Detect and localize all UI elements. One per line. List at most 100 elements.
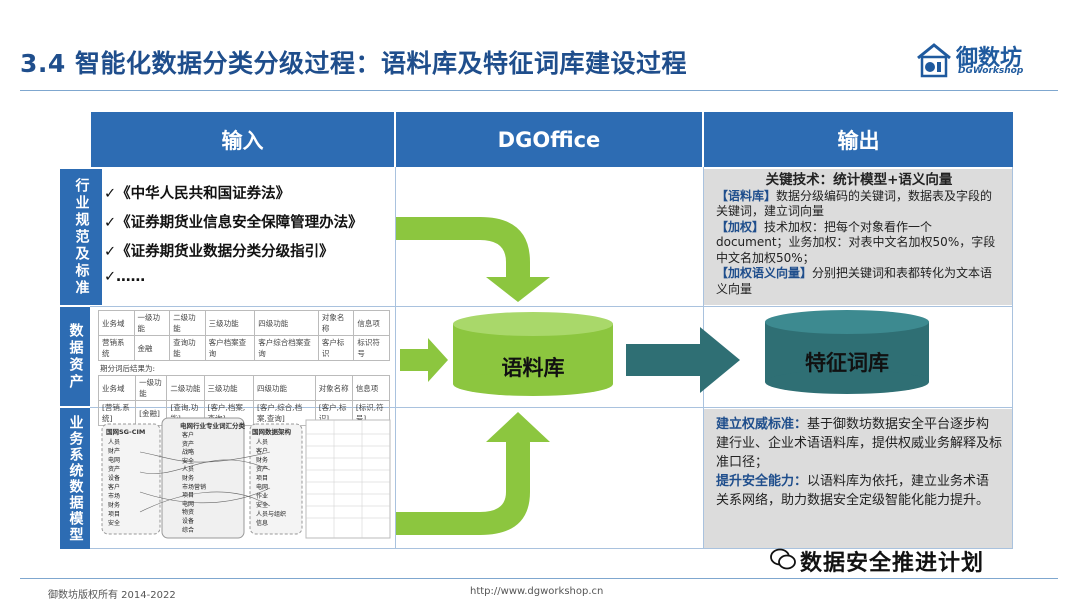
model-chip: 客户 xyxy=(256,448,269,455)
table-cell: 三级功能 xyxy=(203,375,254,401)
logo-name: 御数坊 xyxy=(956,46,1023,71)
asset-mini-table: 业务域 一级功能 二级功能 三级功能 四级功能 对象名称 信息项 营销系统 金融… xyxy=(97,310,391,426)
arrow-top-icon xyxy=(396,217,550,302)
text-weighting: 技术加权：把每个对象看作一个document；业务加权：对表中文名加权50%，字… xyxy=(716,219,996,265)
law-item: ✓…… xyxy=(104,269,146,285)
house-icon xyxy=(917,43,951,78)
footer-copyright: 御数坊版权所有 2014-2022 xyxy=(48,590,176,601)
row-label-standards-text: 行业规范及标准 xyxy=(73,177,90,297)
law-item: ✓《证券期货业数据分类分级指引》 xyxy=(104,244,334,260)
table-cell: 业务域 xyxy=(97,375,137,401)
header-input: 输入 xyxy=(91,112,394,167)
model-chip: 资产 xyxy=(108,466,121,473)
model-chip: 财务 xyxy=(182,474,195,482)
title-divider xyxy=(20,90,1058,91)
model-chip: 电网 xyxy=(108,457,121,464)
table-cell: 客户综合档案查询 xyxy=(254,335,319,361)
text-corpus: 数据分级编码的关键词，数据表及字段的关键词，建立词向量 xyxy=(716,188,993,219)
table-cell: 三级功能 xyxy=(204,310,256,336)
model-chip: 资产 xyxy=(182,440,195,448)
model-mini-diagram: 国网SG-CIM 电网行业专业词汇分类 国网数据架构 人员 财产 电网 资产 设… xyxy=(100,412,392,542)
model-chip: 资产 xyxy=(256,466,269,473)
col-divider xyxy=(1012,167,1013,549)
model-left-title: 国网SG-CIM xyxy=(106,428,146,436)
model-mid-title: 电网行业专业词汇分类 xyxy=(180,422,245,430)
table-cell: [客户,综合,档案,查询] xyxy=(252,400,316,426)
tag-authority: 建立权威标准： xyxy=(716,417,808,432)
model-chip: 安全 xyxy=(256,502,269,509)
table-cell: 四级功能 xyxy=(252,375,316,401)
process-table: 输入 DGOffice 输出 行业规范及标准 数据资产 业务系统数据模型 ✓《中… xyxy=(60,112,1013,549)
output-standards: 建立权威标准：基于御数坊数据安全平台逐步构建行业、企业术语语料库，提供权威业务解… xyxy=(704,409,1012,548)
header-dgoffice: DGOffice xyxy=(396,112,702,167)
row-label-models-text: 业务系统数据模型 xyxy=(67,414,84,543)
table-cell: 四级功能 xyxy=(254,310,319,336)
tag-capability: 提升安全能力： xyxy=(716,474,808,489)
table-cell: 二级功能 xyxy=(166,375,205,401)
arrow-bottom-icon xyxy=(396,412,550,535)
output-key-tech: 关键技术：统计模型+语义向量 【语料库】数据分级编码的关键词，数据表及字段的关键… xyxy=(704,169,1012,305)
model-right-items: 人员 客户 财务 资产 项目 电网 作业 安全 人员与组织 信息 xyxy=(256,438,300,528)
header-output: 输出 xyxy=(704,112,1013,167)
model-chip: 物资 xyxy=(182,509,195,517)
table-cell: 业务域 xyxy=(98,310,135,336)
model-mid-items: 客户 资产 战略 安全 人员 财务 市场营销 项目 电网 物资 设备 综合 xyxy=(182,432,240,535)
arrow-middle-icon xyxy=(400,338,448,382)
table-cell: 客户档案查询 xyxy=(204,335,256,361)
text-capability: 以语料库为依托，建立业务术语关系网络，助力数据安全定级智能化能力提升。 xyxy=(716,474,990,508)
tag-semantic-vector: 【加权语义向量】 xyxy=(716,266,813,280)
table-cell: 对象名称 xyxy=(317,310,355,336)
law-item: ✓《中华人民共和国证券法》 xyxy=(104,186,291,202)
row-divider xyxy=(90,407,1013,408)
model-chip: 人员 xyxy=(182,466,195,474)
model-chip: 财务 xyxy=(108,502,121,509)
model-chip: 综合 xyxy=(182,526,195,534)
model-chip: 设备 xyxy=(108,475,121,482)
corpus-label: 语料库 xyxy=(501,356,565,380)
table-cell: 营销系统 xyxy=(98,335,135,361)
col-divider xyxy=(395,167,396,549)
model-chip: 财务 xyxy=(256,457,269,464)
model-chip: 人员与组织 xyxy=(256,511,287,518)
feature-lexicon-label: 特征词库 xyxy=(805,351,889,375)
arrow-output-icon xyxy=(626,327,740,393)
table-cell: 客户标识 xyxy=(317,335,355,361)
model-chip: 客户 xyxy=(182,432,195,439)
model-chip: 项目 xyxy=(108,511,121,518)
wechat-watermark: 数据安全推进计划 xyxy=(800,551,985,576)
tag-weighting: 【加权】 xyxy=(716,219,765,234)
table-cell: 信息项 xyxy=(351,375,391,401)
text-semantic-vector: 分别把关键词和表都转化为文本语义向量 xyxy=(716,266,993,296)
table-cell: 信息项 xyxy=(353,310,390,336)
model-chip: 财产 xyxy=(108,448,121,455)
logo-subtitle: DGWorkshop xyxy=(958,66,1024,76)
law-item: ✓《证券期货业信息安全保障管理办法》 xyxy=(104,215,363,231)
asset-table-caption: 期分词后结果为: xyxy=(100,364,156,373)
table-cell: 标识符号 xyxy=(353,335,390,361)
model-chip: 信息 xyxy=(256,520,269,527)
model-chip: 电网 xyxy=(256,484,269,491)
table-cell: [营销,系统] xyxy=(97,400,137,426)
row-label-models: 业务系统数据模型 xyxy=(60,408,90,549)
model-chip: 市场 xyxy=(108,493,121,500)
table-cell: 一级功能 xyxy=(133,310,171,336)
model-chip: 人员 xyxy=(256,439,269,446)
row-divider xyxy=(90,306,1013,307)
row-label-assets: 数据资产 xyxy=(60,307,90,406)
table-cell: 二级功能 xyxy=(169,310,206,336)
model-diagram-graphic xyxy=(101,417,391,539)
model-chip: 安全 xyxy=(108,520,121,527)
row-label-assets-text: 数据资产 xyxy=(67,322,84,391)
model-chip: 项目 xyxy=(182,492,195,500)
asset-table-before: 业务域 一级功能 二级功能 三级功能 四级功能 对象名称 信息项 营销系统 金融… xyxy=(98,310,390,361)
model-chip: 市场营销 xyxy=(182,483,207,491)
table-cell: 一级功能 xyxy=(135,375,168,401)
row-label-standards: 行业规范及标准 xyxy=(60,169,102,305)
model-chip: 客户 xyxy=(108,484,121,491)
text-authority: 基于御数坊数据安全平台逐步构建行业、企业术语语料库，提供权威业务解释及标准口径； xyxy=(716,417,1003,470)
page-title: 3.4 智能化数据分类分级过程：语料库及特征词库建设过程 xyxy=(20,49,687,78)
model-chip: 战略 xyxy=(182,449,195,457)
model-right-title: 国网数据架构 xyxy=(252,428,291,436)
company-logo: 御数坊 DGWorkshop xyxy=(914,38,1054,82)
model-chip: 电网 xyxy=(182,500,195,508)
